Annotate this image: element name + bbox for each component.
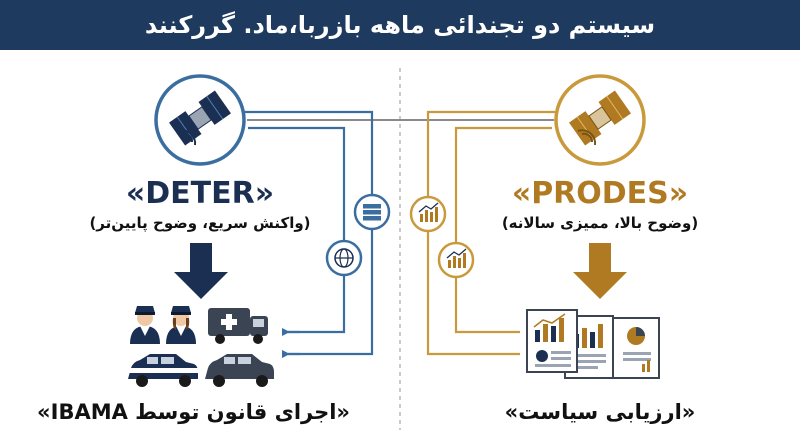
deter-flow-lines [245, 110, 374, 356]
chart-icon-upper [409, 195, 447, 233]
police-officer-female-icon [166, 306, 196, 344]
prodes-system-name: «PRODES» [511, 176, 689, 211]
police-car-icon [128, 350, 198, 387]
deter-down-arrow [174, 243, 228, 299]
page-title: سیستم دو تجندائی ماهه بازربا،ماد. گررکنن… [144, 11, 656, 39]
prodes-flow-lines [426, 110, 555, 356]
globe-icon [325, 239, 363, 277]
deter-outcome-label: «اجرای قانون توسط IBAMA» [37, 400, 350, 424]
server-icon [353, 193, 391, 231]
header-banner: سیستم دو تجندائی ماهه بازربا،ماد. گررکنن… [0, 0, 800, 50]
deter-satellite-icon [154, 74, 246, 166]
report-documents-icon [526, 309, 660, 379]
deter-system-name: «DETER» [125, 176, 275, 211]
police-officer-icon [130, 306, 160, 344]
prodes-satellite-icon [554, 74, 646, 166]
prodes-outcome-label: «ارزیابی سیاست» [504, 400, 696, 424]
prodes-system-description: (وضوح بالا، ممیزی سالانه) [501, 214, 699, 232]
prodes-down-arrow [573, 243, 627, 299]
deter-system-description: (واکنش سریع، وضوح پایین‌تر) [89, 214, 311, 232]
enforcement-truck-icon [208, 308, 268, 344]
police-car-icon-2 [205, 350, 274, 387]
chart-icon-lower [437, 241, 475, 279]
